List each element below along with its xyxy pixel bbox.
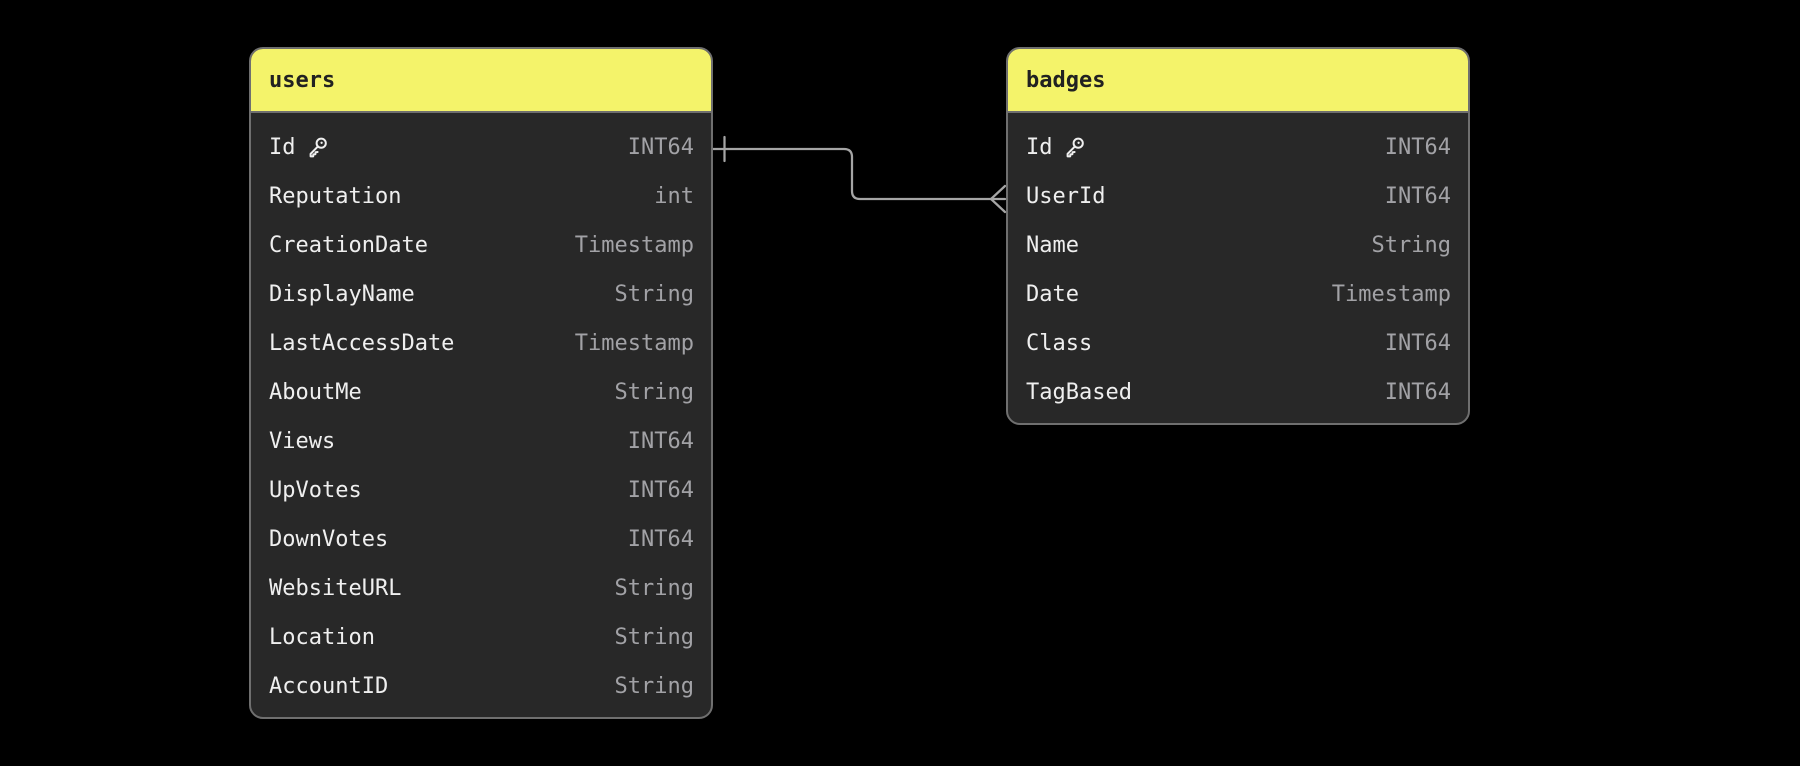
- field-name: DownVotes: [269, 527, 389, 552]
- field-name: Id: [1026, 135, 1087, 160]
- field-type: INT64: [627, 429, 694, 454]
- field-row[interactable]: CreationDate Timestamp: [251, 221, 711, 270]
- field-name: WebsiteURL: [269, 576, 402, 601]
- field-row[interactable]: Id INT64: [251, 123, 711, 172]
- field-row[interactable]: DownVotes INT64: [251, 515, 711, 564]
- field-name: Name: [1026, 233, 1079, 258]
- field-name: CreationDate: [269, 233, 428, 258]
- field-row[interactable]: Views INT64: [251, 417, 711, 466]
- field-type: INT64: [627, 478, 694, 503]
- field-type: INT64: [627, 527, 694, 552]
- field-row[interactable]: Id INT64: [1008, 123, 1468, 172]
- field-row[interactable]: Name String: [1008, 221, 1468, 270]
- field-row[interactable]: DisplayName String: [251, 270, 711, 319]
- field-row[interactable]: Location String: [251, 613, 711, 662]
- field-row[interactable]: WebsiteURL String: [251, 564, 711, 613]
- table-header[interactable]: users: [251, 49, 711, 113]
- field-type: Timestamp: [1331, 282, 1451, 307]
- field-type: String: [1371, 233, 1451, 258]
- field-type: String: [614, 625, 694, 650]
- field-type: INT64: [1384, 380, 1451, 405]
- field-type: INT64: [1384, 184, 1451, 209]
- field-type: INT64: [1384, 135, 1451, 160]
- field-row[interactable]: TagBased INT64: [1008, 368, 1468, 417]
- field-name: DisplayName: [269, 282, 415, 307]
- field-type: Timestamp: [574, 233, 694, 258]
- field-name: LastAccessDate: [269, 331, 455, 356]
- field-type: String: [614, 380, 694, 405]
- field-type: INT64: [627, 135, 694, 160]
- field-name: Views: [269, 429, 336, 454]
- field-name: Id: [269, 135, 330, 160]
- field-row[interactable]: LastAccessDate Timestamp: [251, 319, 711, 368]
- field-row[interactable]: Class INT64: [1008, 319, 1468, 368]
- field-row[interactable]: Reputation int: [251, 172, 711, 221]
- field-name: Reputation: [269, 184, 402, 209]
- field-type: int: [654, 184, 694, 209]
- field-type: INT64: [1384, 331, 1451, 356]
- field-row[interactable]: UserId INT64: [1008, 172, 1468, 221]
- primary-key-icon: [305, 135, 330, 160]
- field-row[interactable]: UpVotes INT64: [251, 466, 711, 515]
- field-type: String: [614, 576, 694, 601]
- relationship-line[interactable]: [710, 147, 1007, 201]
- field-name: Location: [269, 625, 375, 650]
- field-name: AccountID: [269, 674, 389, 699]
- table-title: badges: [1026, 67, 1106, 93]
- many-cardinality-marker: [989, 184, 1007, 214]
- field-name: Class: [1026, 331, 1093, 356]
- field-name: UpVotes: [269, 478, 362, 503]
- primary-key-icon: [1062, 135, 1087, 160]
- field-type: Timestamp: [574, 331, 694, 356]
- field-name: UserId: [1026, 184, 1106, 209]
- field-type: String: [614, 674, 694, 699]
- field-row[interactable]: AccountID String: [251, 662, 711, 711]
- table-title: users: [269, 67, 336, 93]
- field-type: String: [614, 282, 694, 307]
- field-row[interactable]: AboutMe String: [251, 368, 711, 417]
- field-name: TagBased: [1026, 380, 1132, 405]
- field-name: AboutMe: [269, 380, 362, 405]
- field-row[interactable]: Date Timestamp: [1008, 270, 1468, 319]
- table-header[interactable]: badges: [1008, 49, 1468, 113]
- field-name: Date: [1026, 282, 1079, 307]
